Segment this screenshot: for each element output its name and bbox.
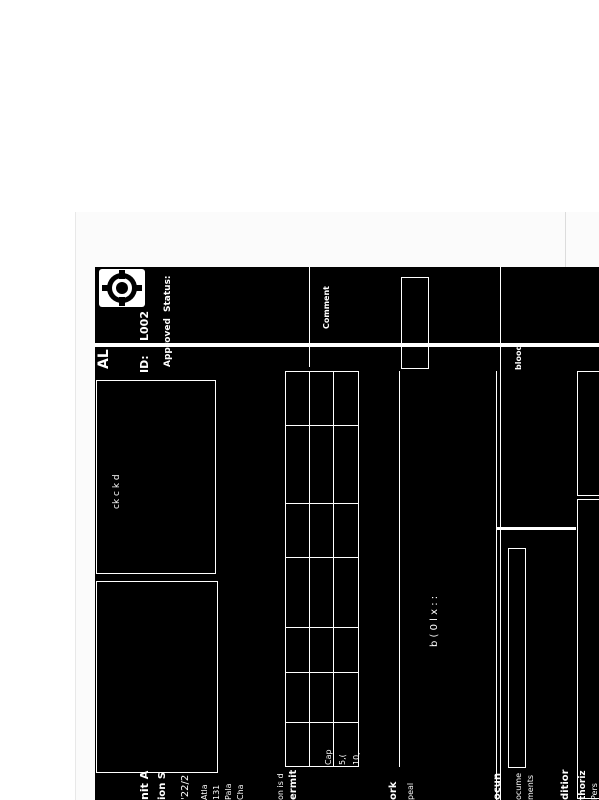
appeal-label: peal xyxy=(406,782,415,800)
logo-icon xyxy=(99,269,145,307)
table-col-line-1 xyxy=(309,371,310,767)
paper-edge xyxy=(565,212,566,267)
edition-label: ditior xyxy=(560,769,571,800)
permit-label: ermit xyxy=(288,769,299,800)
column-header-comment: Comment xyxy=(322,286,331,329)
address-line-2: 131 xyxy=(212,784,221,800)
work-line xyxy=(399,371,400,767)
table-col-line-2 xyxy=(333,371,334,767)
table-row-line-6 xyxy=(285,722,359,723)
table-row-line-1 xyxy=(285,425,359,426)
info-box-top xyxy=(96,380,216,574)
edition-box-bottom xyxy=(577,499,599,799)
work-label: ork xyxy=(388,781,399,800)
permit-table xyxy=(285,371,359,767)
document-page: AL ID: L002 Status: Approved Comment blo… xyxy=(95,267,599,800)
edition-box-top xyxy=(577,371,599,496)
pers-label: Pers xyxy=(590,783,599,800)
header-divider xyxy=(95,343,599,347)
authorization-label: thoriz xyxy=(578,770,588,800)
value-2: 10, xyxy=(352,752,361,765)
id-label: ID: xyxy=(138,355,151,373)
address-line-3: Pala xyxy=(224,783,233,800)
id-value: L002 xyxy=(138,311,151,341)
document-label: ocun xyxy=(492,772,503,800)
document-sub-label: ocume xyxy=(514,772,523,800)
table-row-line-5 xyxy=(285,672,359,673)
table-row-line-3 xyxy=(285,557,359,558)
header-box xyxy=(401,277,429,369)
section-permit-label: nit A xyxy=(138,770,151,800)
section-session-label: ion S xyxy=(157,771,168,800)
date-value: '22/2 xyxy=(180,774,191,800)
info-note: on is d xyxy=(276,773,285,800)
column-header-blood: blood xyxy=(514,344,523,370)
work-chars: b ( 0 l x : : xyxy=(429,595,440,647)
value-1: 5,( xyxy=(338,754,347,765)
info-box-bottom xyxy=(96,581,218,773)
box-chars: ck c k d xyxy=(112,474,122,509)
column-divider-1 xyxy=(309,267,310,367)
doc-divider xyxy=(496,527,576,530)
table-row-line-4 xyxy=(285,627,359,628)
status-label: Status: xyxy=(163,275,173,312)
comments-label: ments xyxy=(526,774,535,800)
cap-label: Cap xyxy=(324,749,333,765)
column-divider-2 xyxy=(500,267,501,800)
table-row-line-2 xyxy=(285,503,359,504)
address-line-1: Atla xyxy=(200,784,209,800)
doc-field-box[interactable] xyxy=(508,548,526,768)
address-line-4: Cha xyxy=(236,784,245,800)
doc-line xyxy=(496,371,497,800)
document-title: AL xyxy=(96,349,112,369)
